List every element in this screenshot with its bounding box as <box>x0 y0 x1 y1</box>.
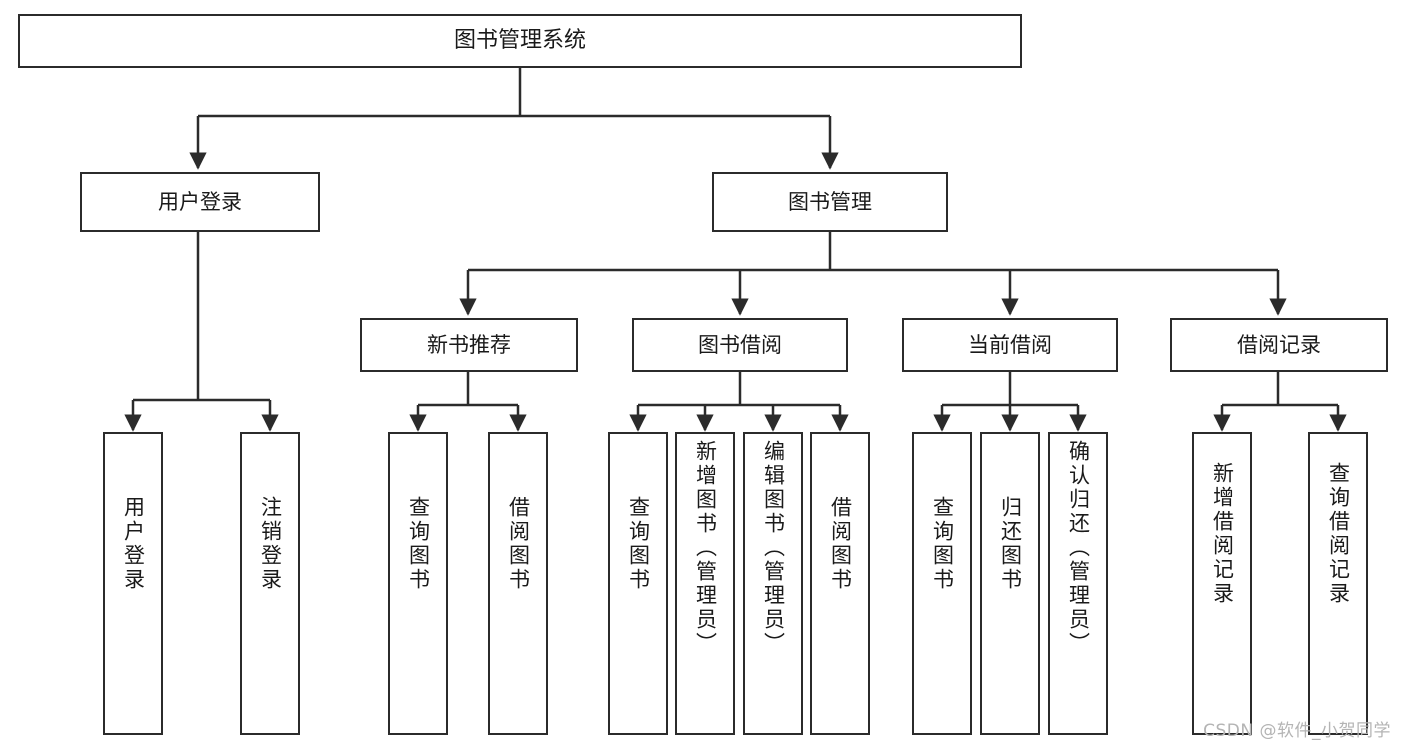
node-new-book[interactable]: 新书推荐 <box>360 318 578 372</box>
node-borrow-record[interactable]: 借阅记录 <box>1170 318 1388 372</box>
leaf-current-borrow-2[interactable]: 归还图书 <box>980 432 1040 735</box>
leaf-book-borrow-2-label: 新增图书（管理员） <box>693 440 718 656</box>
leaf-new-book-1[interactable]: 查询图书 <box>388 432 448 735</box>
leaf-book-borrow-1[interactable]: 查询图书 <box>608 432 668 735</box>
leaf-new-book-1-label: 查询图书 <box>406 496 431 592</box>
leaf-book-borrow-3[interactable]: 编辑图书（管理员） <box>743 432 803 735</box>
leaf-borrow-record-1[interactable]: 新增借阅记录 <box>1192 432 1252 735</box>
leaf-user-login-2-label: 注销登录 <box>258 496 283 592</box>
leaf-borrow-record-1-label: 新增借阅记录 <box>1210 462 1235 606</box>
node-book-borrow-label: 图书借阅 <box>698 332 782 357</box>
leaf-book-borrow-4-label: 借阅图书 <box>828 496 853 592</box>
leaf-new-book-2[interactable]: 借阅图书 <box>488 432 548 735</box>
leaf-current-borrow-3[interactable]: 确认归还（管理员） <box>1048 432 1108 735</box>
node-new-book-label: 新书推荐 <box>427 332 511 357</box>
leaf-borrow-record-2[interactable]: 查询借阅记录 <box>1308 432 1368 735</box>
leaf-current-borrow-1[interactable]: 查询图书 <box>912 432 972 735</box>
node-borrow-record-label: 借阅记录 <box>1237 332 1321 357</box>
leaf-book-borrow-2[interactable]: 新增图书（管理员） <box>675 432 735 735</box>
leaf-user-login-2[interactable]: 注销登录 <box>240 432 300 735</box>
node-user-login-label: 用户登录 <box>158 189 242 214</box>
leaf-book-borrow-4[interactable]: 借阅图书 <box>810 432 870 735</box>
node-current-borrow[interactable]: 当前借阅 <box>902 318 1118 372</box>
node-root-label: 图书管理系统 <box>453 28 586 54</box>
node-book-manage-label: 图书管理 <box>788 189 872 214</box>
leaf-user-login-1[interactable]: 用户登录 <box>103 432 163 735</box>
node-book-borrow[interactable]: 图书借阅 <box>632 318 848 372</box>
leaf-book-borrow-1-label: 查询图书 <box>626 496 651 592</box>
leaf-current-borrow-3-label: 确认归还（管理员） <box>1066 440 1091 656</box>
leaf-user-login-1-label: 用户登录 <box>121 496 146 592</box>
leaf-current-borrow-2-label: 归还图书 <box>998 496 1023 592</box>
node-root[interactable]: 图书管理系统 <box>18 14 1022 68</box>
watermark: CSDN @软件_小贺同学 <box>1203 721 1391 741</box>
leaf-book-borrow-3-label: 编辑图书（管理员） <box>761 440 786 656</box>
node-current-borrow-label: 当前借阅 <box>968 332 1052 357</box>
leaf-new-book-2-label: 借阅图书 <box>506 496 531 592</box>
node-user-login[interactable]: 用户登录 <box>80 172 320 232</box>
node-book-manage[interactable]: 图书管理 <box>712 172 948 232</box>
leaf-borrow-record-2-label: 查询借阅记录 <box>1326 462 1351 606</box>
leaf-current-borrow-1-label: 查询图书 <box>930 496 955 592</box>
